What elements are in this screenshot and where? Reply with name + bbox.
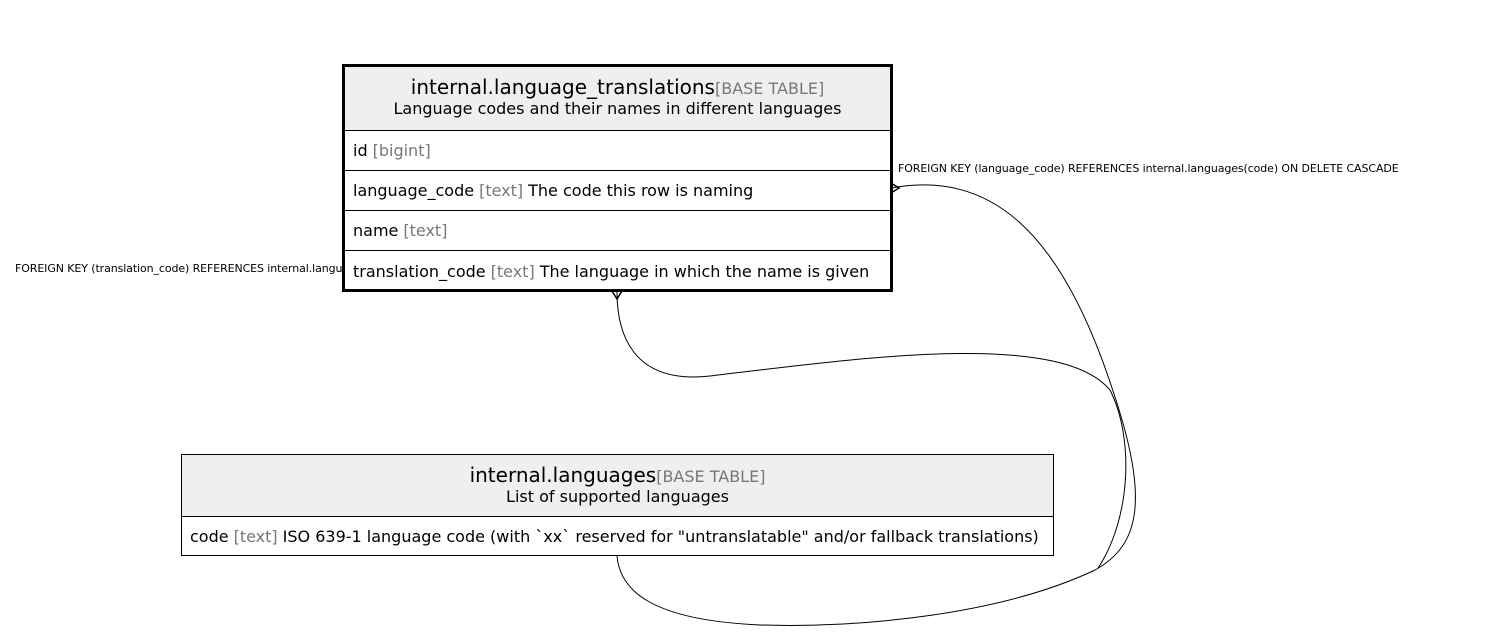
column-type: [text] xyxy=(490,261,535,281)
column-name: language_code xyxy=(353,181,475,200)
table-type: [BASE TABLE] xyxy=(656,467,766,486)
column-comment: The code this row is naming xyxy=(528,181,754,200)
fk-label-language-code: FOREIGN KEY (language_code) REFERENCES i… xyxy=(898,162,1399,175)
table-title: internal.language_translations[BASE TABL… xyxy=(345,76,890,100)
table-title: internal.languages[BASE TABLE] xyxy=(182,464,1053,488)
table-language-translations[interactable]: internal.language_translations[BASE TABL… xyxy=(342,64,893,292)
edge-translation-code-fk[interactable] xyxy=(616,291,1127,569)
table-header: internal.language_translations[BASE TABL… xyxy=(345,67,890,131)
fk-marker-language-code xyxy=(890,182,901,194)
edge-language-code-fk[interactable] xyxy=(616,184,1136,626)
column-name: translation_code xyxy=(353,261,486,281)
column-name: code xyxy=(190,526,229,546)
column-comment: The language in which the name is given xyxy=(539,261,870,281)
column-type: [text] xyxy=(479,181,524,200)
column-row-translation-code[interactable]: translation_code [text] The language in … xyxy=(345,251,890,291)
table-comment: Language codes and their names in differ… xyxy=(393,99,842,118)
fk-marker-translation-code xyxy=(611,290,623,301)
table-languages[interactable]: internal.languages[BASE TABLE] List of s… xyxy=(181,454,1054,556)
column-name: id xyxy=(353,141,368,160)
table-name: internal.language_translations xyxy=(410,75,715,99)
table-header: internal.languages[BASE TABLE] List of s… xyxy=(182,455,1053,517)
table-comment: List of supported languages xyxy=(506,487,729,506)
table-name: internal.languages xyxy=(469,463,657,487)
column-type: [bigint] xyxy=(372,141,431,160)
column-name: name xyxy=(353,221,399,240)
table-type: [BASE TABLE] xyxy=(714,79,825,98)
column-row-code[interactable]: code [text] ISO 639-1 language code (wit… xyxy=(182,517,1053,555)
column-comment: ISO 639-1 language code (with `xx` reser… xyxy=(282,526,1039,546)
column-row-language-code[interactable]: language_code [text] The code this row i… xyxy=(345,171,890,211)
column-type: [text] xyxy=(403,221,448,240)
column-row-id[interactable]: id [bigint] xyxy=(345,131,890,171)
column-row-name[interactable]: name [text] xyxy=(345,211,890,251)
column-type: [text] xyxy=(233,526,278,546)
